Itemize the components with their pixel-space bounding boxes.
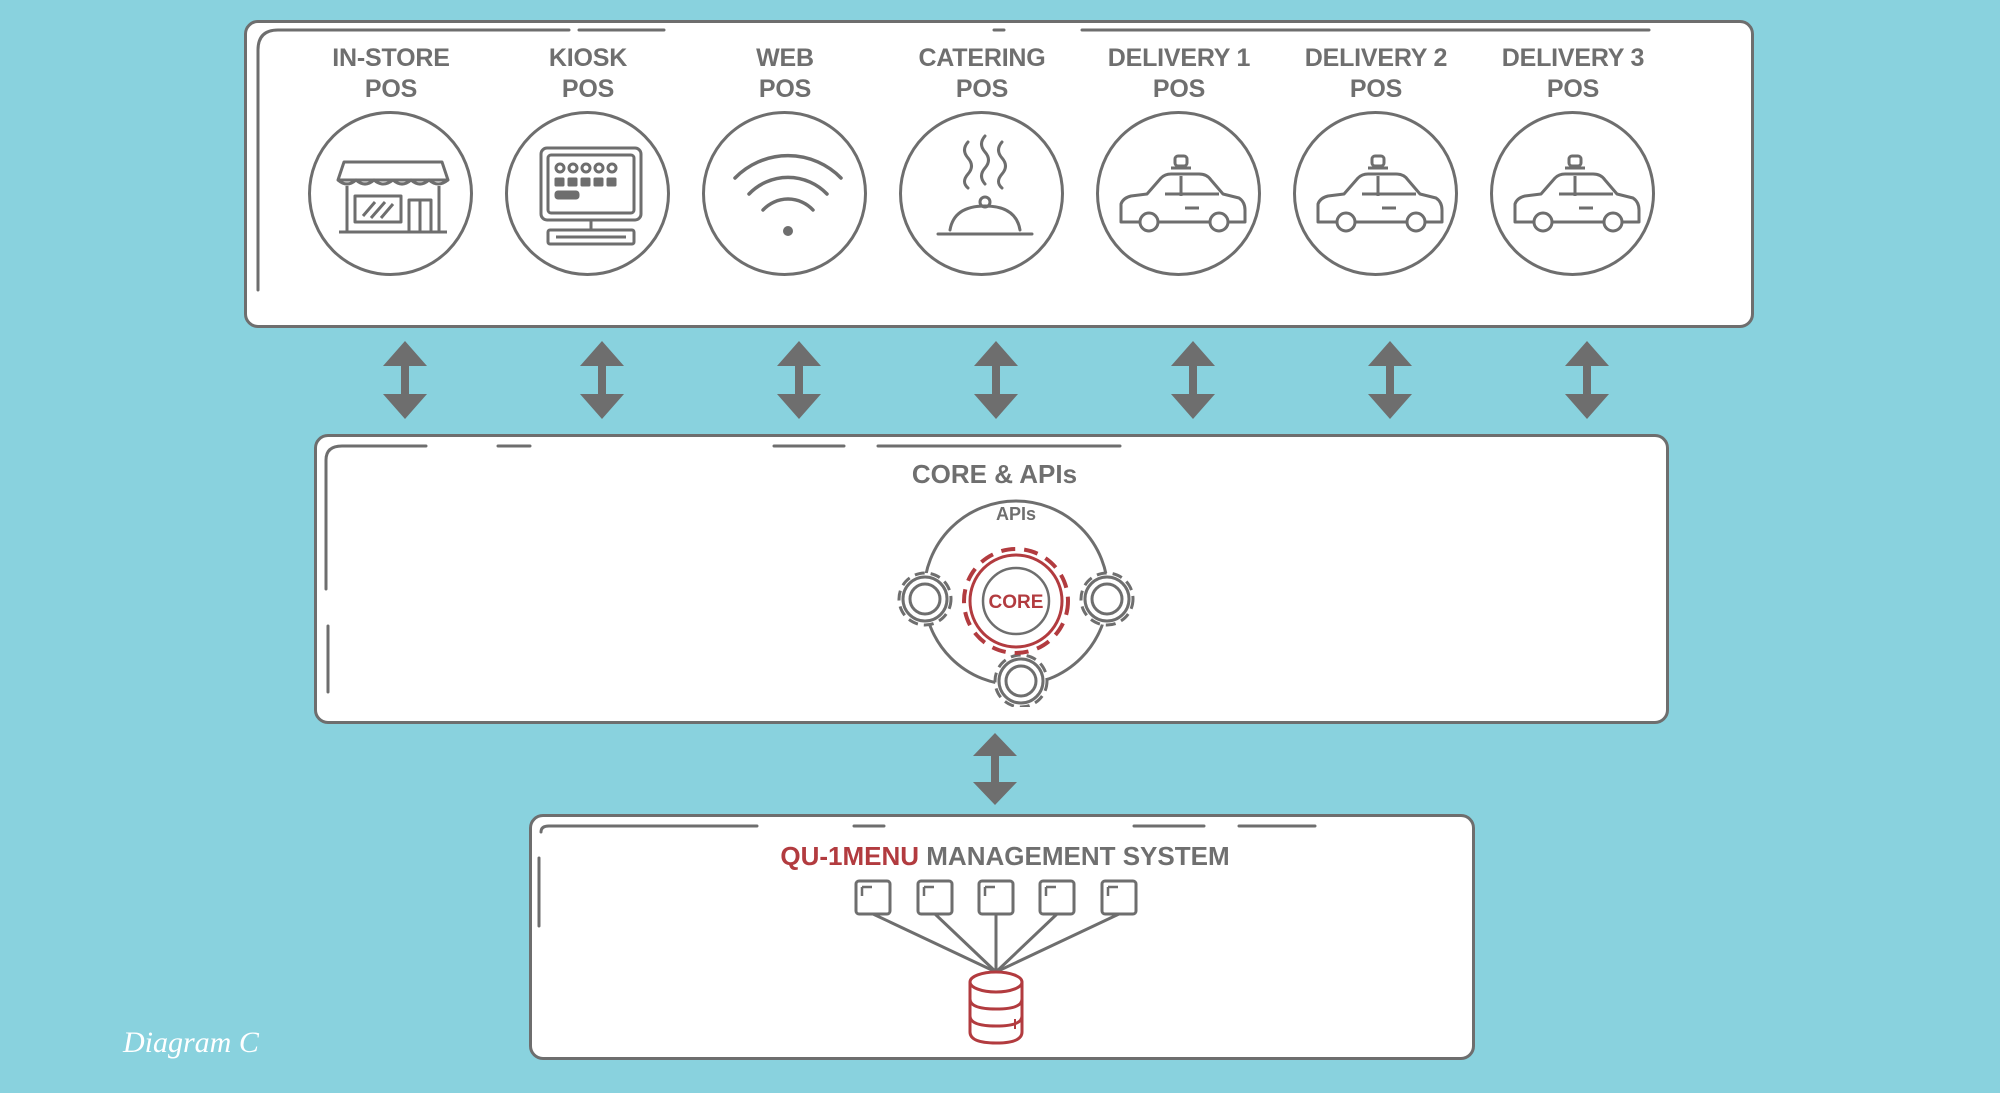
car-icon-circle-1	[1096, 111, 1261, 276]
bidirectional-arrow-icon	[1565, 341, 1609, 419]
menu-node-icon	[854, 879, 892, 916]
database-icon	[968, 970, 1024, 1045]
store-icon	[336, 160, 450, 234]
menu-node-icon	[1038, 879, 1076, 916]
api-gear-icon-right	[1079, 571, 1135, 627]
core-apis-panel: CORE & APIs APIs CORE	[314, 434, 1669, 724]
catering-dish-icon	[936, 134, 1034, 236]
menu-management-panel: QU-1MENU MANAGEMENT SYSTEM	[529, 814, 1475, 1060]
diagram-caption: Diagram C	[123, 1026, 259, 1059]
menu-node-icon	[916, 879, 954, 916]
bidirectional-arrow-icon	[1368, 341, 1412, 419]
car-icon	[1513, 154, 1641, 233]
menu-system-title-text: MANAGEMENT SYSTEM	[919, 841, 1230, 871]
menu-brand-name: QU-1MENU	[780, 841, 920, 871]
car-icon	[1119, 154, 1247, 233]
bidirectional-arrow-icon	[777, 341, 821, 419]
wifi-icon-circle	[702, 111, 867, 276]
network-connection-lines	[872, 912, 1120, 974]
catering-dish-icon-circle	[899, 111, 1064, 276]
bidirectional-arrow-icon	[1171, 341, 1215, 419]
menu-node-icon	[977, 879, 1015, 916]
menu-node-icon	[1100, 879, 1138, 916]
core-section-title: CORE & APIs	[911, 459, 1078, 489]
wifi-icon	[733, 153, 843, 236]
apis-label: APIs	[996, 504, 1036, 524]
core-gear-icon	[962, 547, 1070, 655]
bidirectional-arrow-icon	[383, 341, 427, 419]
core-label: CORE	[989, 592, 1044, 613]
car-icon-circle-3	[1490, 111, 1655, 276]
bidirectional-arrow-icon	[973, 733, 1017, 805]
core-gears-graphic: APIs CORE	[897, 499, 1135, 707]
kiosk-icon	[539, 146, 643, 246]
bidirectional-arrow-icon	[580, 341, 624, 419]
menu-network-graphic	[854, 879, 1138, 1045]
kiosk-icon-circle	[505, 111, 670, 276]
menu-system-title: QU-1MENU MANAGEMENT SYSTEM	[532, 841, 1478, 872]
api-gear-icon-left	[897, 571, 953, 627]
api-gear-icon-bottom	[993, 653, 1049, 707]
bidirectional-arrow-icon	[974, 341, 1018, 419]
car-icon	[1316, 154, 1444, 233]
store-icon-circle	[308, 111, 473, 276]
car-icon-circle-2	[1293, 111, 1458, 276]
